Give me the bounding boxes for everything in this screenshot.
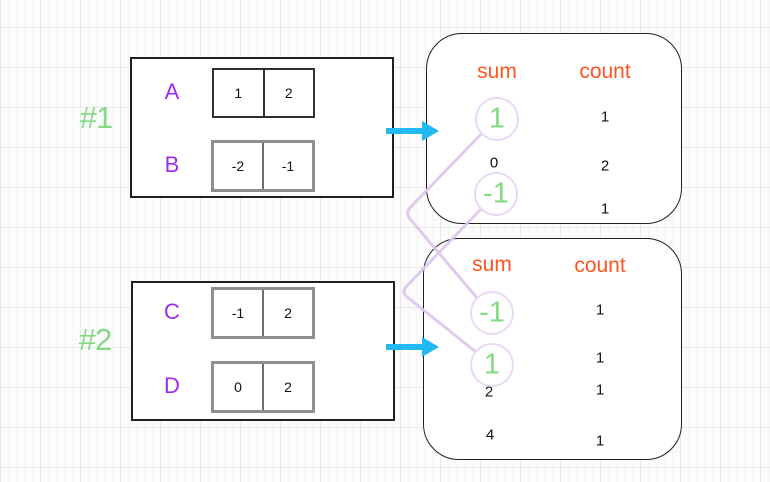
array-a-cells: 1 2 xyxy=(212,68,315,118)
array-cell: 2 xyxy=(262,364,312,410)
count-column-header: count xyxy=(579,60,631,83)
array-cell: 0 xyxy=(234,379,242,395)
count-value: 1 xyxy=(600,108,610,126)
count-value: 1 xyxy=(595,349,605,367)
array-b-label: B xyxy=(164,152,180,177)
count-column-header: count xyxy=(574,254,626,277)
array-d-label: D xyxy=(164,373,180,398)
count-value: 2 xyxy=(600,157,610,175)
highlighted-sum-value: -1 xyxy=(479,296,505,329)
count-value: 1 xyxy=(595,432,605,450)
count-value: 1 xyxy=(595,301,605,319)
array-d-cells: 0 2 xyxy=(211,361,315,413)
array-cell: -2 xyxy=(231,158,245,174)
highlighted-sum-value: -1 xyxy=(483,177,509,210)
sum-value: 0 xyxy=(489,154,499,172)
array-cell: 1 xyxy=(234,85,243,101)
group-2-sum-table xyxy=(423,238,682,460)
highlighted-sum-value: 1 xyxy=(483,348,501,381)
count-value: 1 xyxy=(595,381,605,399)
highlighted-sum-value: 1 xyxy=(488,102,506,135)
array-c-cells: -1 2 xyxy=(211,287,315,339)
array-cell: 2 xyxy=(262,290,312,336)
sum-column-header: sum xyxy=(477,60,517,83)
array-c-label: C xyxy=(164,299,180,324)
group-1-label: #1 xyxy=(79,100,113,135)
sum-value: 4 xyxy=(485,426,495,444)
group-1-sum-table xyxy=(426,33,682,224)
array-cell: -1 xyxy=(231,305,245,321)
sum-value: 2 xyxy=(484,383,494,401)
array-a-label: A xyxy=(164,79,180,104)
group-2-label: #2 xyxy=(78,322,112,357)
array-b-cells: -2 -1 xyxy=(211,140,315,192)
array-cell: -1 xyxy=(262,143,312,189)
sum-column-header: sum xyxy=(472,253,512,276)
array-cell: 2 xyxy=(262,70,314,116)
count-value: 1 xyxy=(600,200,610,218)
